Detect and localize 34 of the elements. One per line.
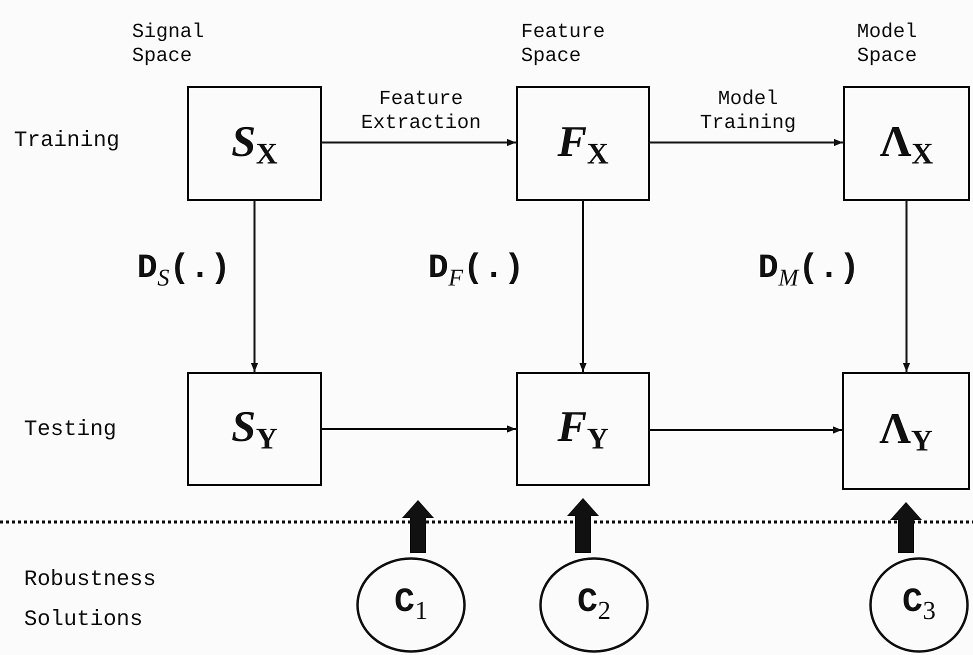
thick-arrow — [567, 498, 599, 553]
space-box — [842, 372, 970, 490]
edge-label: D$_{S}$(.) — [137, 250, 231, 292]
edge-label: D$_{F}$(.) — [428, 250, 524, 292]
symbol-text: S$_{X}$ — [231, 116, 278, 172]
thick-arrow — [402, 500, 434, 553]
symbol-text: F$_{X}$ — [557, 116, 609, 172]
column-heading: Feature Space — [521, 21, 606, 69]
arrow — [322, 138, 516, 146]
row-label: Training — [14, 127, 121, 155]
column-heading: Signal Space — [132, 21, 206, 69]
space-box — [516, 372, 650, 486]
symbol-text: C$_{3}$ — [902, 584, 936, 626]
arrow — [650, 426, 842, 434]
row-label: Robustness Solutions — [24, 566, 158, 634]
arrow — [322, 425, 516, 433]
symbol-text: C$_{1}$ — [394, 584, 428, 626]
arrow — [650, 138, 843, 146]
solution-circle — [356, 557, 466, 653]
symbol-text: S$_{Y}$ — [231, 401, 278, 457]
arrow — [902, 201, 910, 372]
solution-circle — [539, 557, 649, 653]
solution-circle — [869, 557, 969, 653]
arrow — [250, 201, 258, 372]
space-box — [187, 372, 322, 486]
symbol-text: F$_{Y}$ — [557, 401, 609, 457]
symbol-text: Λ$_{Y}$ — [879, 403, 933, 459]
column-heading: Model Space — [857, 21, 918, 69]
symbol-text: C$_{2}$ — [577, 584, 611, 626]
arrow — [579, 201, 587, 372]
row-label: Testing — [24, 416, 118, 444]
symbol-text: Λ$_{X}$ — [880, 116, 934, 172]
edge-label: D$_{M}$(.) — [758, 250, 860, 292]
thick-arrow — [890, 502, 922, 553]
